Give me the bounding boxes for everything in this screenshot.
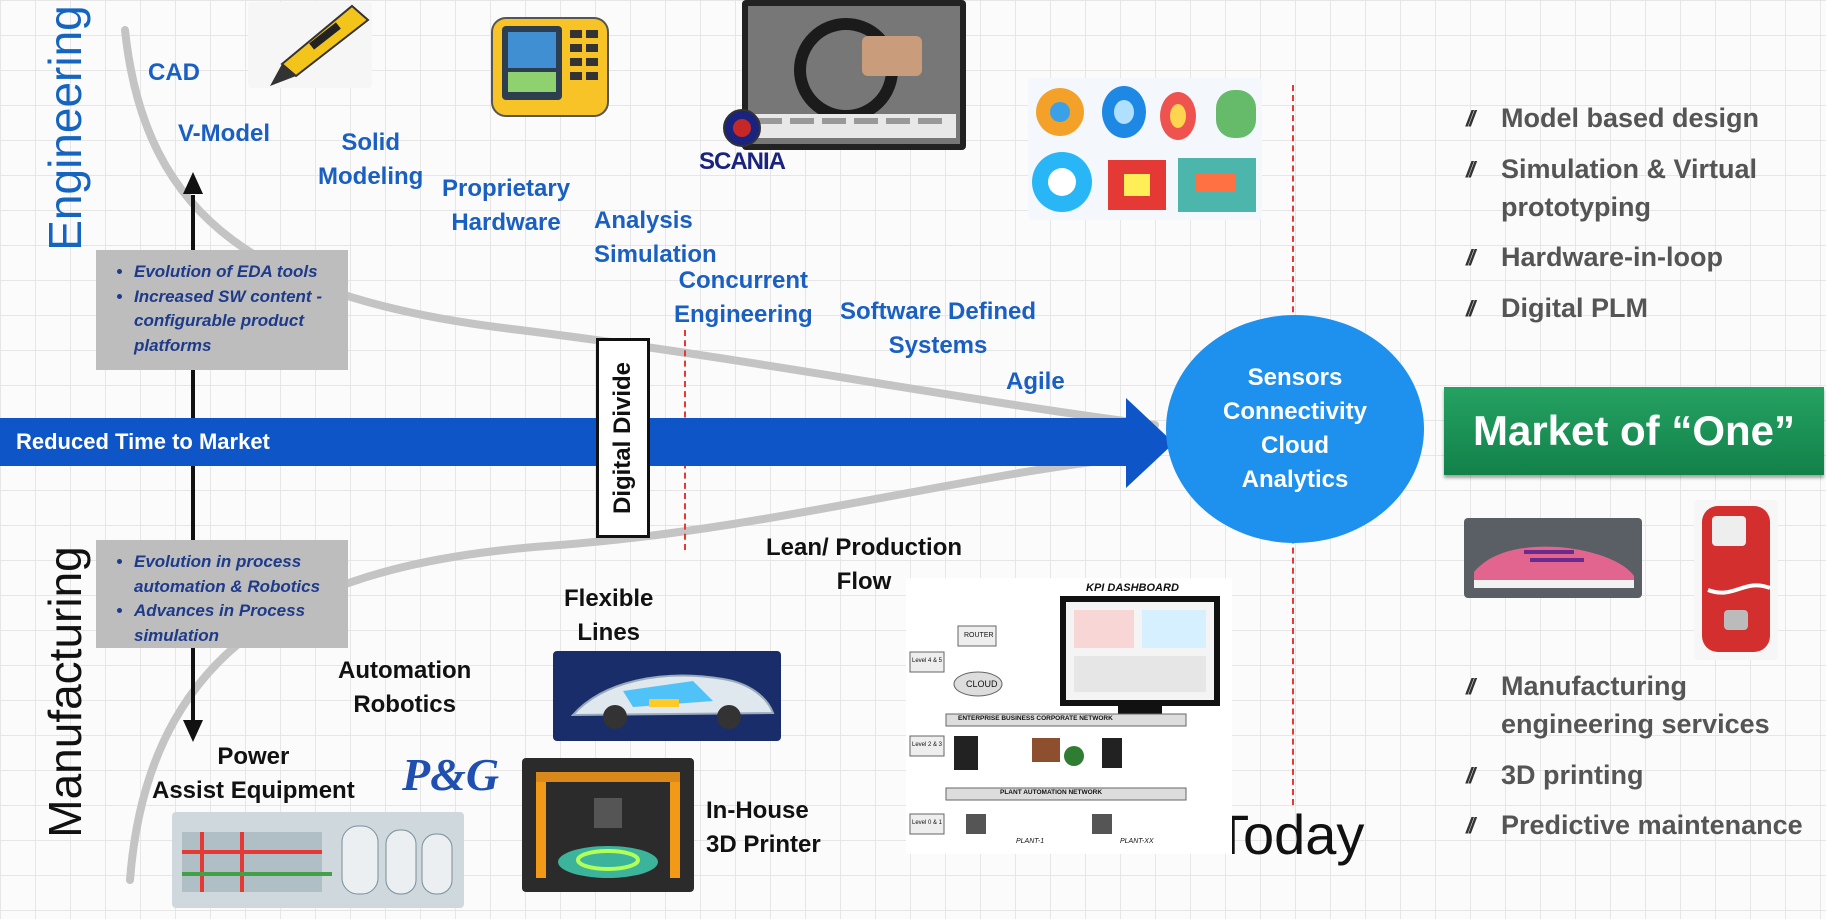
engineering-evolution-box: Evolution of EDA tools Increased SW cont… [96, 250, 348, 370]
arrow-down-head [183, 720, 203, 742]
label-cad: CAD [148, 59, 200, 86]
sneaker-icon [1464, 518, 1642, 598]
network-diagram-icon: KPI DASHBOARD ROUTER CLOUD ENTERPRISE BU… [906, 578, 1232, 854]
factory-icon [172, 812, 464, 908]
scania-logo: SCANIA [680, 108, 804, 178]
pg-logo: P&G [402, 749, 500, 800]
bullet-3d-printing: //3D printing [1466, 759, 1644, 790]
manufacturing-evolution-box: Evolution in process automation & Roboti… [96, 540, 348, 648]
sensors-cloud-circle: Sensors Connectivity Cloud Analytics [1166, 315, 1424, 543]
tester-device-icon [490, 16, 610, 118]
label-agile: Agile [1006, 368, 1065, 395]
dashboard-title: KPI DASHBOARD [1086, 582, 1179, 594]
arrow-label: Reduced Time to Market [16, 429, 270, 454]
time-to-market-arrow [0, 418, 1130, 466]
dashboard-level-23: Level 2 & 3 [912, 742, 943, 748]
bullet-predictive-maintenance: //Predictive maintenance [1466, 810, 1803, 841]
bullet-manufacturing-services: //Manufacturing engineering services [1466, 671, 1770, 739]
dashboard-plant-1: PLANT-1 [1016, 838, 1045, 845]
bullet-hardware-in-loop: //Hardware-in-loop [1466, 242, 1724, 273]
bullet-simulation-virtual: //Simulation & Virtual prototyping [1466, 153, 1758, 222]
market-of-one-banner: Market of “One” [1444, 387, 1824, 475]
bullet-model-based-design: //Model based design [1466, 103, 1760, 133]
right-top-bullets: //Model based design //Simulation & Virt… [1466, 100, 1806, 341]
dashboard-cloud: CLOUD [966, 679, 998, 689]
today-label: Today [1215, 803, 1365, 866]
engineering-curve [121, 26, 1159, 429]
bullet-digital-plm: //Digital PLM [1466, 293, 1648, 324]
dashboard-corporate-network: ENTERPRISE BUSINESS CORPORATE NETWORK [958, 715, 1113, 722]
manufacturing-title: Manufacturing [39, 546, 91, 838]
dashboard-plant-xx: PLANT-XX [1120, 838, 1154, 845]
dashboard-plant-network: PLANT AUTOMATION NETWORK [1000, 789, 1103, 796]
truck-dashboard-icon [742, 0, 966, 150]
engineering-title: Engineering [39, 5, 91, 251]
label-vmodel: V-Model [178, 120, 271, 147]
right-bottom-bullets: //Manufacturing engineering services //3… [1466, 668, 1806, 858]
arrow-up-head [183, 172, 203, 194]
pen-icon [248, 2, 372, 88]
dashboard-level-45: Level 4 & 5 [912, 658, 943, 664]
vending-machine-icon [1694, 500, 1778, 660]
dashboard-level-01: Level 0 & 1 [912, 820, 943, 826]
3d-printer-icon [522, 758, 694, 892]
fea-simulation-icon [1028, 78, 1262, 220]
digital-divide-box: Digital Divide [596, 338, 650, 538]
dashboard-router: ROUTER [964, 632, 994, 639]
car-frame-icon [553, 651, 781, 741]
